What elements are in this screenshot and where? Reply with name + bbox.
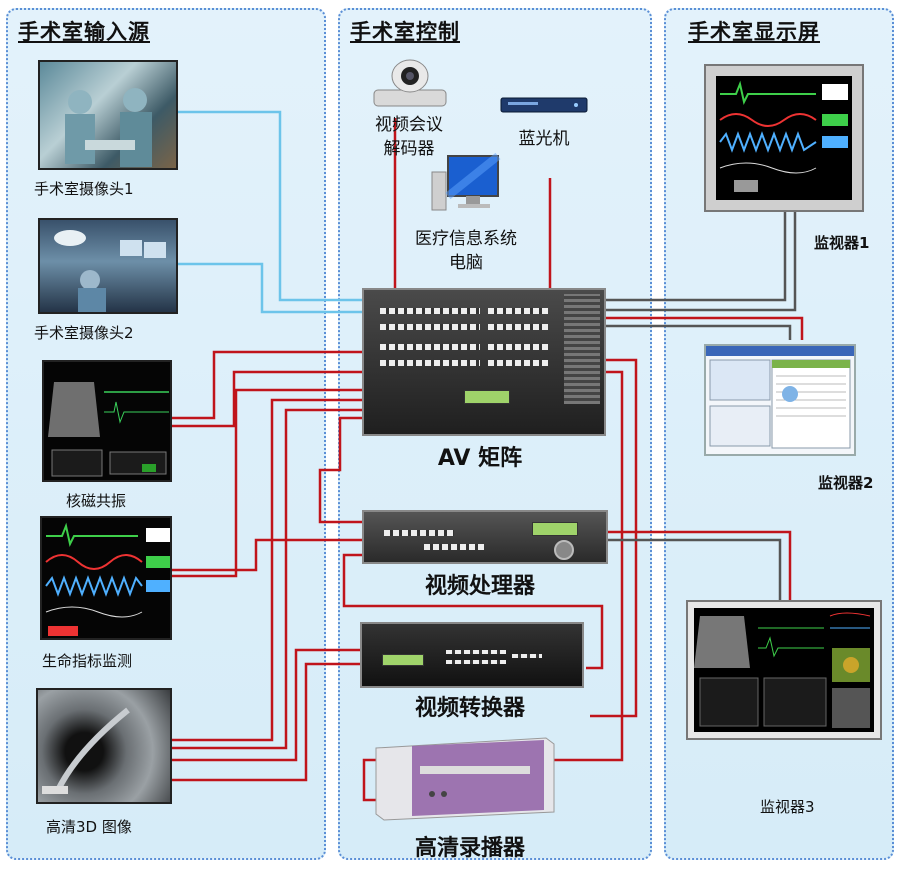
mri-image: [42, 360, 172, 482]
his-label-1: 医疗信息系统: [415, 229, 517, 249]
video-conf-label-1: 视频会议: [375, 115, 443, 135]
composite-imaging-illustration: [694, 612, 871, 728]
matrix-buttons-row8: [488, 360, 548, 366]
hd-recorder-device: [372, 736, 556, 822]
camera2-image: [38, 218, 178, 314]
switcher-buttons-2: [446, 660, 506, 664]
processor-buttons-row2: [424, 544, 484, 550]
his-computer: [430, 152, 502, 216]
endoscope-view-illustration: [42, 707, 130, 794]
ptz-camera-icon: [373, 59, 447, 107]
bluray-player: [500, 92, 588, 116]
vital-signs-monitor-illustration: [45, 522, 170, 636]
monitor3-label: 监视器3: [760, 798, 815, 816]
matrix-buttons-row7: [488, 344, 548, 350]
matrix-buttons-row6: [488, 324, 548, 330]
bluray-device-icon: [500, 97, 588, 113]
matrix-buttons-row1: [380, 308, 480, 314]
camera2-label: 手术室摄像头2: [34, 324, 134, 342]
video-conf-label-2: 解码器: [383, 139, 435, 159]
ultrasound-scan-illustration: [48, 382, 169, 477]
av-matrix-label: AV 矩阵: [437, 446, 523, 471]
video-processor-device: [362, 510, 608, 564]
video-processor-label: 视频处理器: [424, 574, 535, 599]
his-label-2: 电脑: [449, 253, 483, 273]
matrix-buttons-row5: [488, 308, 548, 314]
mri-label: 核磁共振: [66, 492, 127, 510]
monitor1: [704, 64, 864, 212]
operating-room-illustration: [54, 230, 166, 312]
inputs-column-title: 手术室输入源: [18, 20, 150, 44]
software-window-illustration: [706, 346, 854, 449]
monitor2-label: 监视器2: [818, 474, 874, 492]
video-switcher-label: 视频转换器: [414, 696, 525, 721]
switcher-buttons-3: [512, 654, 542, 658]
matrix-buttons-row3: [380, 344, 480, 350]
camera1-label: 手术室摄像头1: [34, 180, 134, 198]
3d-label: 高清3D 图像: [46, 818, 132, 836]
camera1-image: [38, 60, 178, 170]
monitor1-label: 监视器1: [814, 234, 870, 252]
vital-waveforms-illustration: [719, 80, 848, 192]
monitor3: [686, 600, 882, 740]
3d-image: [36, 688, 172, 804]
monitor1-screen: [716, 76, 852, 200]
processor-buttons-row1: [384, 530, 454, 536]
control-column-title: 手术室控制: [350, 20, 460, 44]
desktop-computer-icon: [431, 152, 501, 211]
switcher-buttons: [446, 650, 506, 654]
surgeons-illustration: [65, 88, 152, 167]
matrix-buttons-row2: [380, 324, 480, 330]
monitor3-screen: [694, 608, 874, 732]
matrix-buttons-row4: [380, 360, 480, 366]
processor-knob: [554, 540, 574, 560]
vitals-image: [40, 516, 172, 640]
video-switcher-device: [360, 622, 584, 688]
monitor2: [704, 344, 856, 456]
video-conference-camera: [368, 54, 450, 110]
av-matrix-device: [362, 288, 606, 436]
switcher-lcd: [382, 654, 424, 666]
matrix-side-vent: [564, 294, 600, 404]
processor-lcd: [532, 522, 578, 536]
matrix-lcd: [464, 390, 510, 404]
bluray-label: 蓝光机: [518, 129, 570, 149]
displays-column-title: 手术室显示屏: [688, 20, 820, 44]
vitals-label: 生命指标监测: [42, 652, 133, 670]
hd-recorder-label: 高清录播器: [414, 836, 525, 861]
recorder-box-icon: [375, 737, 555, 821]
